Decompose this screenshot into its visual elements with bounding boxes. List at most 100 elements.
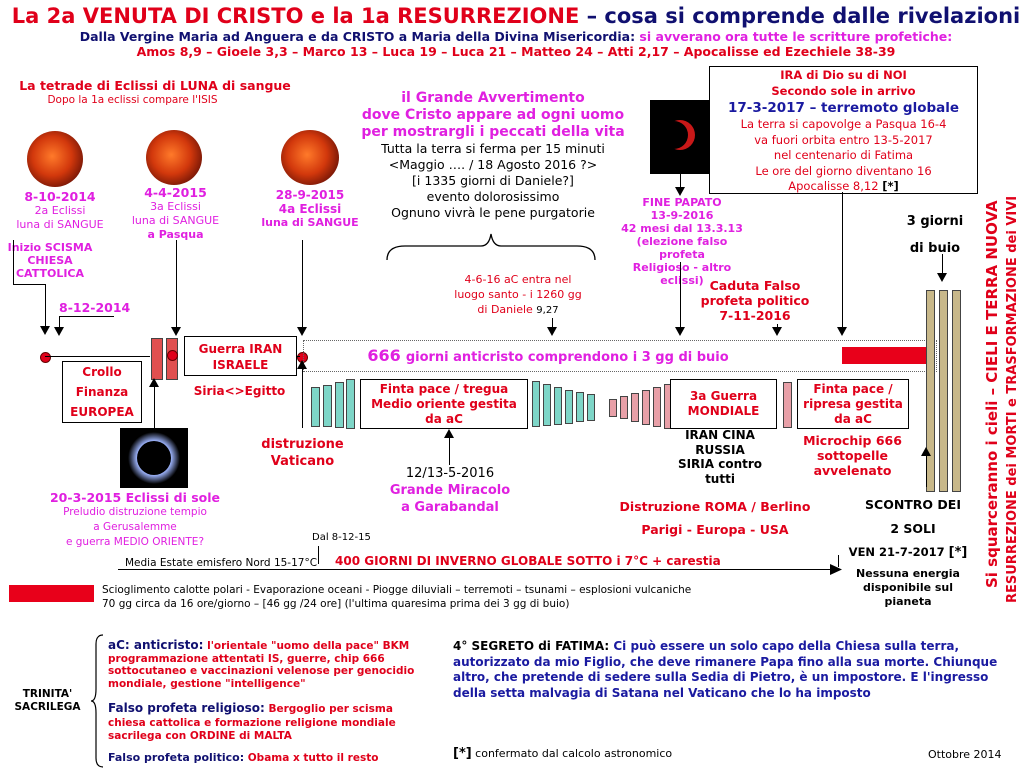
warning-line-2: dove Cristo appare ad ogni uomo — [361, 107, 625, 123]
arrow — [54, 316, 64, 336]
papato-line-5: Religioso - altro eclissi) — [632, 261, 732, 287]
bar — [653, 387, 661, 427]
tetrad-subtitle: Dopo la 1a eclissi compare l'ISIS — [47, 94, 218, 106]
great-warning: il Grande Avvertimento dove Cristo appar… — [348, 90, 638, 221]
falso-rel-text-1: Bergoglio per scisma — [264, 703, 393, 715]
finta2-line-1: Finta pace / — [813, 382, 893, 396]
bar — [554, 387, 562, 425]
crollo-line-1: Crollo — [82, 365, 122, 379]
arrow — [297, 240, 307, 336]
partial-eclipse-icon — [660, 120, 695, 150]
eclipse-1-date: 8-10-2014 — [24, 189, 96, 204]
schism-line-3: CATTOLICA — [15, 267, 85, 280]
eclipse-sole-2015: 20-3-2015 Eclissi di sole Preludio distr… — [25, 490, 245, 550]
sole-line-3: e guerra MEDIO ORIENTE? — [65, 536, 205, 548]
blood-moon-icon — [281, 130, 339, 185]
title-part1: La 2a VENUTA DI CRISTO e la 1a RESURREZI… — [11, 4, 580, 28]
iran-cina-russia: IRAN CINA RUSSIA SIRIA contro tutti — [660, 428, 780, 486]
ira-line-6: nel centenario di Fatima — [773, 148, 914, 162]
trinita-sacrilega: TRINITA' SACRILEGA — [5, 688, 90, 714]
iran-line-2: RUSSIA — [695, 442, 745, 457]
guerra3-line-1: 3a Guerra — [689, 389, 758, 403]
terza-guerra-box: 3a Guerra MONDIALE — [670, 379, 777, 429]
warning-line-4: Tutta la terra si ferma per 15 minuti — [381, 141, 605, 156]
title-part2: – cosa si comprende dalle rivelazioni — [579, 4, 1021, 28]
sole-line-1: Preludio distruzione tempio — [63, 506, 207, 518]
papato-line-3: 42 mesi dal 13.3.13 — [621, 222, 743, 235]
buio-line-2: di buio — [909, 241, 961, 256]
connector — [13, 284, 46, 285]
schism-label: Inizio SCISMA CHIESA CATTOLICA — [0, 241, 100, 280]
legend-line-1: Scioglimento calotte polari - Evaporazio… — [102, 584, 692, 596]
arrow — [837, 192, 847, 336]
crollo-box: Crollo Finanza EUROPEA — [62, 361, 142, 423]
eclipse-1-desc: luna di SANGUE — [16, 218, 104, 231]
bar — [311, 387, 320, 427]
footnote-star: [*] — [453, 746, 472, 761]
warning-line-8: Ognuno vivrà le pene purgatorie — [391, 205, 595, 220]
falso-pol-text: Obama x tutto il resto — [244, 752, 379, 764]
fatima-label: 4° SEGRETO di FATIMA: — [453, 639, 610, 653]
arrow — [675, 174, 685, 196]
ira-line-1: IRA di Dio su di NOI — [780, 68, 907, 82]
tetrad-title: La tetrade di Eclissi di LUNA di sangue — [19, 78, 291, 93]
vertical-text-2: RESURREZIONE dei MORTI e TRASFORMAZIONE … — [1005, 195, 1020, 603]
bar — [346, 379, 355, 429]
scripture-references: Amos 8,9 – Gioele 3,3 – Marco 13 – Luca … — [136, 44, 896, 59]
guerra-iran-box: Guerra IRAN ISRAELE — [184, 336, 297, 376]
anticristo-666-text: 666 giorni anticristo comprendono i 3 gg… — [303, 346, 793, 365]
timeline-dot — [167, 350, 178, 361]
iran-line-3: SIRIA contro — [677, 457, 763, 471]
papato-line-2: 13-9-2016 — [650, 209, 714, 222]
ira-line-4: La terra si capovolge a Pasqua 16-4 — [740, 117, 947, 131]
anticristo-666-band — [303, 340, 937, 372]
fatima-text-4: della setta malvagia di Satana nel Vatic… — [453, 685, 871, 700]
garabandal-line-1: Grande Miracolo — [389, 483, 511, 498]
papato-line-4: (elezione falso profeta — [636, 235, 728, 261]
brace-icon — [386, 233, 596, 261]
bar — [952, 290, 961, 492]
garabandal-date: 12/13-5-2016 — [405, 466, 495, 481]
timeline-line — [45, 356, 150, 357]
arrow — [937, 254, 947, 282]
eclipse-3-date: 28-9-2015 — [275, 188, 345, 202]
bar — [565, 390, 573, 424]
distruzione-vaticano: distruzione Vaticano — [250, 436, 355, 470]
warning-line-1: il Grande Avvertimento — [401, 90, 585, 106]
arrow — [772, 324, 782, 336]
arrow — [40, 285, 50, 335]
microchip-line-1: Microchip 666 — [803, 433, 902, 448]
ven-line-2: disponibile sul pianeta — [862, 581, 954, 608]
connector — [318, 546, 319, 564]
ira-di-dio-box: IRA di Dio su di NOI Secondo sole in arr… — [709, 66, 978, 194]
garabandal-line-2: a Garabandal — [401, 500, 499, 515]
quarto-segreto-fatima: 4° SEGRETO di FATIMA: Ci può essere un s… — [453, 639, 1028, 701]
timeline-dot — [40, 352, 51, 363]
arrow — [921, 447, 931, 487]
fatima-text-3: altro, che pretende di sedere sulla Sedi… — [453, 670, 989, 684]
roma-line-2: Parigi - Europa - USA — [641, 522, 789, 537]
falso-rel-text-3: sacrilega con ORDINE di MALTA — [108, 730, 292, 742]
bar — [620, 396, 628, 419]
falso-pol-label: Falso profeta politico: — [108, 751, 245, 764]
caduta-line-1: Caduta Falso — [709, 278, 801, 293]
finta1-line-3: da aC — [425, 412, 463, 426]
fatima-text-1: Ci può essere un solo capo della Chiesa … — [609, 639, 960, 653]
trinita-line-1: TRINITA' — [22, 688, 73, 700]
falso-rel-label: Falso profeta religioso: — [108, 701, 265, 715]
warning-line-6: [i 1335 giorni di Daniele?] — [412, 173, 574, 188]
connector — [59, 316, 114, 317]
eclipse-2-label: 3a Eclissi — [150, 200, 201, 213]
fatima-text-2: autorizzato da mio Figlio, che deve rima… — [453, 654, 998, 669]
anticristo-desc: aC: anticristo: l'orientale "uomo della … — [108, 639, 448, 690]
footnote-text: confermato dal calcolo astronomico — [471, 747, 673, 760]
red-bar — [842, 347, 928, 364]
bar — [587, 394, 595, 421]
vaticano-line-1: distruzione — [261, 437, 344, 452]
connector — [838, 555, 839, 567]
iran-line-4: tutti — [705, 471, 735, 486]
arrow — [444, 429, 454, 465]
page-subtitle: Dalla Vergine Maria ad Anguera e da CRIS… — [0, 29, 1032, 44]
ira-star: [*] — [882, 179, 899, 193]
ven-21-7-2017: VEN 21-7-2017 [*] Nessuna energia dispon… — [838, 545, 978, 609]
